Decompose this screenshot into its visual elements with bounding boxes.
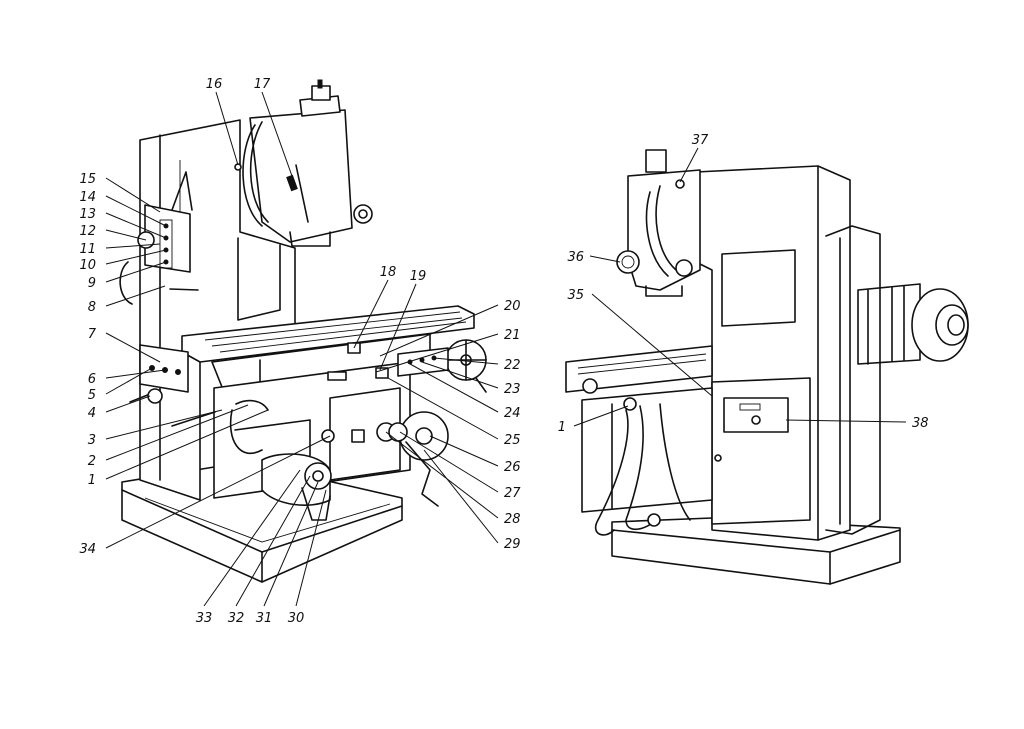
leader-lines xyxy=(105,91,907,607)
callout-6: 6 xyxy=(88,372,96,387)
callout-12: 12 xyxy=(79,224,96,239)
callout-35: 35 xyxy=(567,288,584,303)
callout-3: 3 xyxy=(88,433,96,448)
callout-14: 14 xyxy=(79,190,96,205)
callout-18: 18 xyxy=(380,265,397,280)
right-milling-machine xyxy=(565,149,969,585)
callout-26: 26 xyxy=(504,460,521,475)
callout-7: 7 xyxy=(88,327,97,342)
callout-30: 30 xyxy=(288,611,305,626)
callout-17: 17 xyxy=(254,77,271,92)
callout-11: 11 xyxy=(79,242,96,257)
callout-19: 19 xyxy=(410,269,427,284)
callout-20: 20 xyxy=(504,299,521,314)
callout-38: 38 xyxy=(912,416,929,431)
callout-1: 1 xyxy=(88,473,96,488)
callout-28: 28 xyxy=(504,512,521,527)
callout-36: 36 xyxy=(567,250,584,265)
callout-33: 33 xyxy=(196,611,213,626)
callout-16: 16 xyxy=(206,77,223,92)
callout-37: 37 xyxy=(692,133,709,148)
callout-27: 27 xyxy=(504,486,521,501)
callout-5: 5 xyxy=(88,388,96,403)
callout-8: 8 xyxy=(88,300,96,315)
callout-29: 29 xyxy=(504,537,521,552)
callout-2: 2 xyxy=(88,454,96,469)
callout-15: 15 xyxy=(79,172,96,187)
callout-10: 10 xyxy=(79,258,96,273)
callout-labels: 1 2 3 4 5 6 7 8 9 10 11 12 13 14 15 16 1… xyxy=(79,77,928,626)
callout-9: 9 xyxy=(88,276,96,291)
callout-13: 13 xyxy=(79,207,96,222)
callout-25: 25 xyxy=(504,433,521,448)
callout-24: 24 xyxy=(504,406,521,421)
callout-34: 34 xyxy=(79,542,96,557)
callout-4: 4 xyxy=(88,406,96,421)
left-milling-machine xyxy=(119,79,487,583)
callout-23: 23 xyxy=(504,382,521,397)
callout-21: 21 xyxy=(504,328,521,343)
callout-31: 31 xyxy=(256,611,273,626)
callout-right-1: 1 xyxy=(558,420,566,435)
callout-32: 32 xyxy=(228,611,245,626)
callout-22: 22 xyxy=(504,358,521,373)
